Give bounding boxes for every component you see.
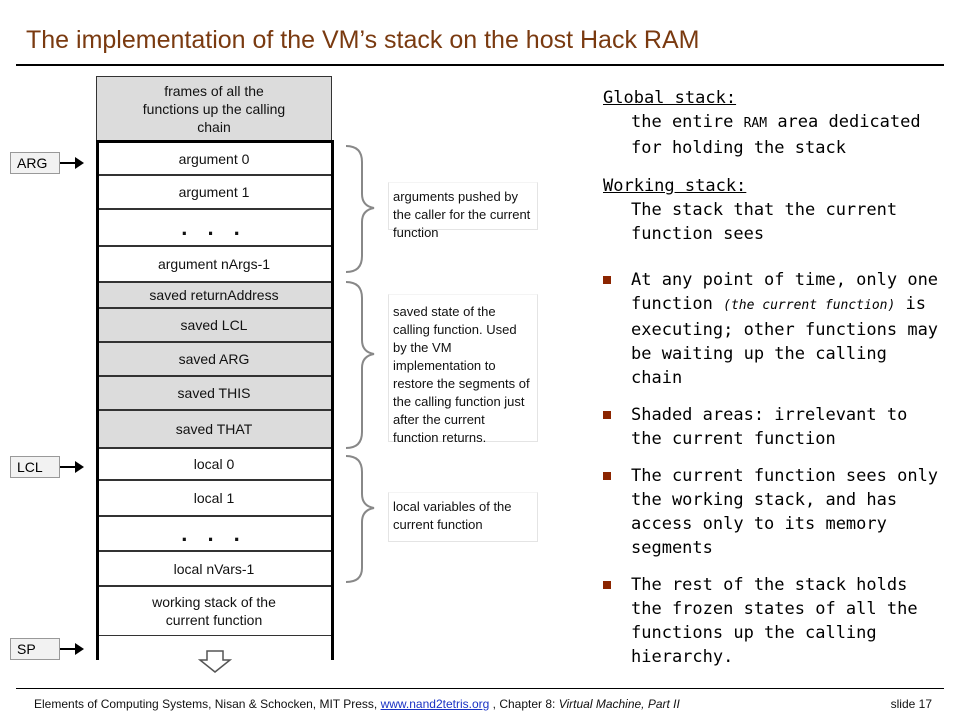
down-arrow-icon [198,650,232,673]
ram-term: RAM [743,116,768,131]
global-stack-text: the entire RAM area dedicated for holdin… [603,110,943,160]
saved-brace-icon [345,281,375,449]
args-note: arguments pushed by the caller for the c… [388,182,538,240]
bullet-square-icon [603,276,611,284]
saved-return-cell: saved returnAddress [96,282,332,308]
sp-arrow-icon [60,643,84,655]
frames-cell: frames of all the functions up the calli… [96,76,332,142]
argN-cell: argument nArgs-1 [96,246,332,282]
bullet-square-icon [603,411,611,419]
locals-brace-icon [345,455,375,583]
bullet1-text-b: is executing; other functions may be wai… [631,294,939,388]
local0-cell: local 0 [96,448,332,480]
local1-cell: local 1 [96,480,332,516]
title-rule [16,64,944,66]
saved-that-cell: saved THAT [96,410,332,448]
locals-note: local variables of the current function [388,492,538,542]
saved-arg-cell: saved ARG [96,342,332,376]
working-stack-text: The stack that the current function sees [631,200,898,244]
global-text-part1: the entire [631,112,744,132]
args-brace-icon [345,145,375,273]
footer: Elements of Computing Systems, Nisan & S… [34,697,680,711]
arg0-cell: argument 0 [96,142,332,175]
bullet3-text: The current function sees only the worki… [631,466,939,558]
slide-number: slide 17 [890,697,932,711]
saved-this-cell: saved THIS [96,376,332,410]
frame-left-border [96,140,99,660]
footer-chapter-prefix: , Chapter 8: [489,697,559,711]
arg1-cell: argument 1 [96,175,332,209]
bullet-item: At any point of time, only one function … [603,268,943,390]
working-stack-label: working stack of the current function [152,594,276,628]
arg-arrow-icon [60,157,84,169]
bullet2-text: Shaded areas: irrelevant to the current … [631,405,908,449]
braces [345,145,375,583]
working-stack-cell: working stack of the current function [96,586,332,636]
lcl-pointer: LCL [10,456,60,478]
frames-label: frames of all the functions up the calli… [142,83,286,135]
localN-cell: local nVars-1 [96,551,332,586]
bullet4-text: The rest of the stack holds the frozen s… [631,575,918,667]
bullet-item: The rest of the stack holds the frozen s… [603,573,943,669]
footer-rule [16,688,944,689]
footer-link[interactable]: www.nand2tetris.org [380,697,490,711]
locals-dots-cell: . . . [96,516,332,551]
bullet-list: At any point of time, only one function … [603,268,943,669]
footer-text: Elements of Computing Systems, Nisan & S… [34,697,381,711]
explanation-panel: Global stack: the entire RAM area dedica… [603,86,943,682]
bullet-item: The current function sees only the worki… [603,464,943,560]
working-stack-heading: Working stack: [603,176,747,196]
sp-pointer: SP [10,638,60,660]
bullet1-text-a: At any point of time, only one function [631,270,939,314]
footer-chapter: Virtual Machine, Part II [558,697,680,711]
frame-right-border [331,140,334,660]
global-stack-heading: Global stack: [603,88,737,108]
bullet-square-icon [603,472,611,480]
args-dots-cell: . . . [96,209,332,246]
arg-pointer: ARG [10,152,60,174]
bullet-square-icon [603,581,611,589]
slide-title: The implementation of the VM’s stack on … [26,26,700,54]
frame-top-border [96,140,334,143]
lcl-arrow-icon [60,461,84,473]
global-text-part2: area dedicated for holding the stack [631,112,921,158]
saved-lcl-cell: saved LCL [96,308,332,342]
bullet-item: Shaded areas: irrelevant to the current … [603,403,943,451]
saved-note: saved state of the calling function. Use… [388,294,538,445]
bullet1-paren: (the current function) [723,298,896,313]
